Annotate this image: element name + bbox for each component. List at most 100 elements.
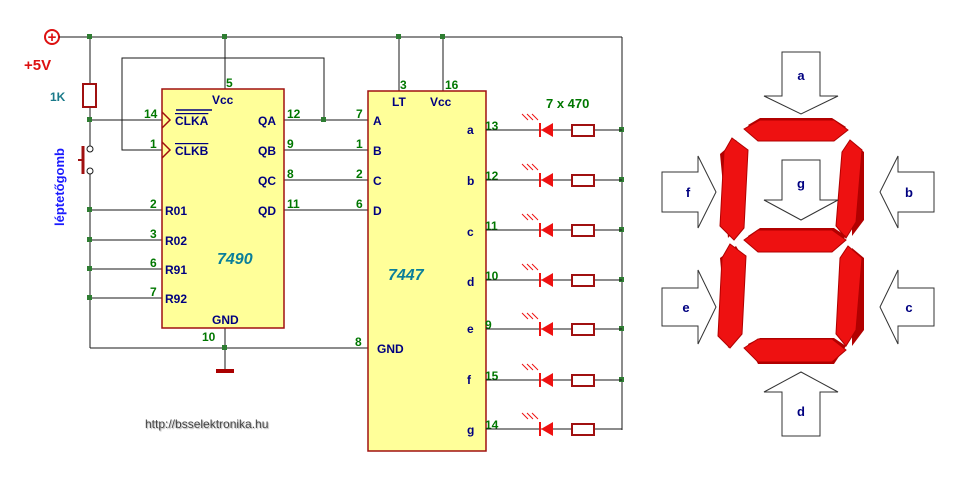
ic2-vcc-pin: 16: [445, 78, 459, 92]
watermark: http://bsselektronika.hu: [145, 417, 268, 431]
segment-c: [835, 245, 864, 347]
ic2-pin-name: f: [467, 373, 472, 387]
led-diode: [521, 412, 553, 436]
led-row: [486, 263, 622, 287]
arrow-label-f: f: [686, 185, 691, 200]
ic1-pin-num: 11: [287, 197, 300, 211]
led-diode: [521, 113, 553, 137]
ic2-pin-name: g: [467, 423, 474, 437]
ic2-pin-name: e: [467, 322, 474, 336]
led-resistor: [571, 174, 595, 187]
ic1-pin-num: 2: [150, 197, 157, 211]
ic2-pin-num: 6: [356, 197, 363, 211]
power-symbol: +: [48, 29, 57, 46]
ic2-pin-num: 13: [485, 119, 499, 133]
arrow-b: b: [879, 155, 935, 229]
ic2-lt-label: LT: [392, 95, 406, 109]
ic2-pin-name: C: [373, 174, 382, 188]
ic1-pin-num: 3: [150, 227, 157, 241]
ic2-pin-name: c: [467, 225, 474, 239]
ic1-pin-name: QB: [258, 144, 276, 158]
arrow-a: a: [763, 51, 839, 115]
ic1-pin-name: R91: [165, 263, 187, 277]
led-diode: [521, 263, 553, 287]
ic2-pin-name: d: [467, 275, 474, 289]
led-resistor: [571, 423, 595, 436]
ic1-gnd-pin: 10: [202, 330, 216, 344]
led-row: [486, 312, 622, 336]
ic1-pin-name: QD: [258, 204, 276, 218]
arrow-label-g: g: [797, 176, 805, 191]
ground-symbol: [216, 369, 234, 373]
push-button: léptetőgomb: [52, 145, 94, 226]
ic2-lt-pin: 3: [400, 78, 407, 92]
ic2-pin-num: 9: [485, 318, 492, 332]
ic-7490: Vcc 5 GND 10 7490 14 CLKA 1 CLKB 2 R01 3…: [144, 76, 301, 344]
arrow-label-a: a: [797, 68, 805, 83]
pullup-resistor-label: 1K: [50, 90, 66, 104]
led-resistor: [571, 274, 595, 287]
led-resistor-rows: [486, 113, 622, 436]
led-row: [486, 113, 622, 137]
ic1-pin-name: CLKA: [175, 114, 209, 128]
seven-segment-display: a g d f e b c: [661, 51, 935, 437]
ic2-pin-name: a: [467, 123, 474, 137]
segment-f: [719, 137, 749, 241]
ic1-pin-num: 8: [287, 167, 294, 181]
ic2-pin-num: 12: [485, 169, 499, 183]
ic2-pin-num: 14: [485, 418, 499, 432]
ic1-pin-num: 12: [287, 107, 301, 121]
ic2-pin-num: 15: [485, 369, 499, 383]
led-row: [486, 363, 622, 387]
ic2-name: 7447: [388, 267, 425, 284]
segment-e: [717, 243, 747, 349]
ic1-vcc-pin: 5: [226, 76, 233, 90]
led-resistor: [571, 124, 595, 137]
ic2-vcc-label: Vcc: [430, 95, 452, 109]
arrow-f: f: [661, 155, 717, 229]
segment-a: [743, 118, 849, 142]
led-diode: [521, 363, 553, 387]
segment-g: [743, 228, 847, 253]
button-label: léptetőgomb: [52, 148, 67, 226]
arrow-label-e: e: [682, 300, 689, 315]
ic2-pin-num: 7: [356, 107, 363, 121]
ic1-name: 7490: [217, 251, 253, 268]
led-resistor: [571, 374, 595, 387]
arrow-label-d: d: [797, 404, 805, 419]
led-diode: [521, 213, 553, 237]
arrow-d: d: [763, 371, 839, 437]
ic2-pin-name: A: [373, 114, 382, 128]
power-supply: + +5V: [24, 29, 60, 74]
segment-d: [743, 338, 847, 364]
ic1-pin-num: 14: [144, 107, 158, 121]
led-diode: [521, 312, 553, 336]
ic1-pin-name: R02: [165, 234, 187, 248]
pullup-resistor: 1K: [50, 83, 97, 108]
arrow-label-c: c: [905, 300, 912, 315]
ic1-pin-name: R01: [165, 204, 187, 218]
led-row: [486, 412, 622, 436]
ic2-gnd-label: GND: [377, 342, 404, 356]
ic1-pin-name: CLKB: [175, 144, 209, 158]
ic1-pin-num: 7: [150, 285, 157, 299]
ic2-pin-name: B: [373, 144, 382, 158]
led-row: [486, 163, 622, 187]
segment-b: [835, 139, 864, 239]
arrow-c: c: [879, 269, 935, 345]
ic1-vcc-label: Vcc: [212, 93, 234, 107]
led-resistor: [571, 323, 595, 336]
resistor-array-label: 7 x 470: [546, 96, 589, 111]
ic1-pin-num: 1: [150, 137, 157, 151]
ic1-pin-name: R92: [165, 292, 187, 306]
arrow-g: g: [763, 159, 839, 221]
ic1-pin-name: QC: [258, 174, 276, 188]
ic2-pin-num: 1: [356, 137, 363, 151]
arrow-label-b: b: [905, 185, 913, 200]
ic2-pin-num: 10: [485, 269, 499, 283]
ic1-pin-num: 9: [287, 137, 294, 151]
power-label: +5V: [24, 57, 51, 74]
arrow-e: e: [661, 269, 717, 345]
ic2-pin-name: D: [373, 204, 382, 218]
